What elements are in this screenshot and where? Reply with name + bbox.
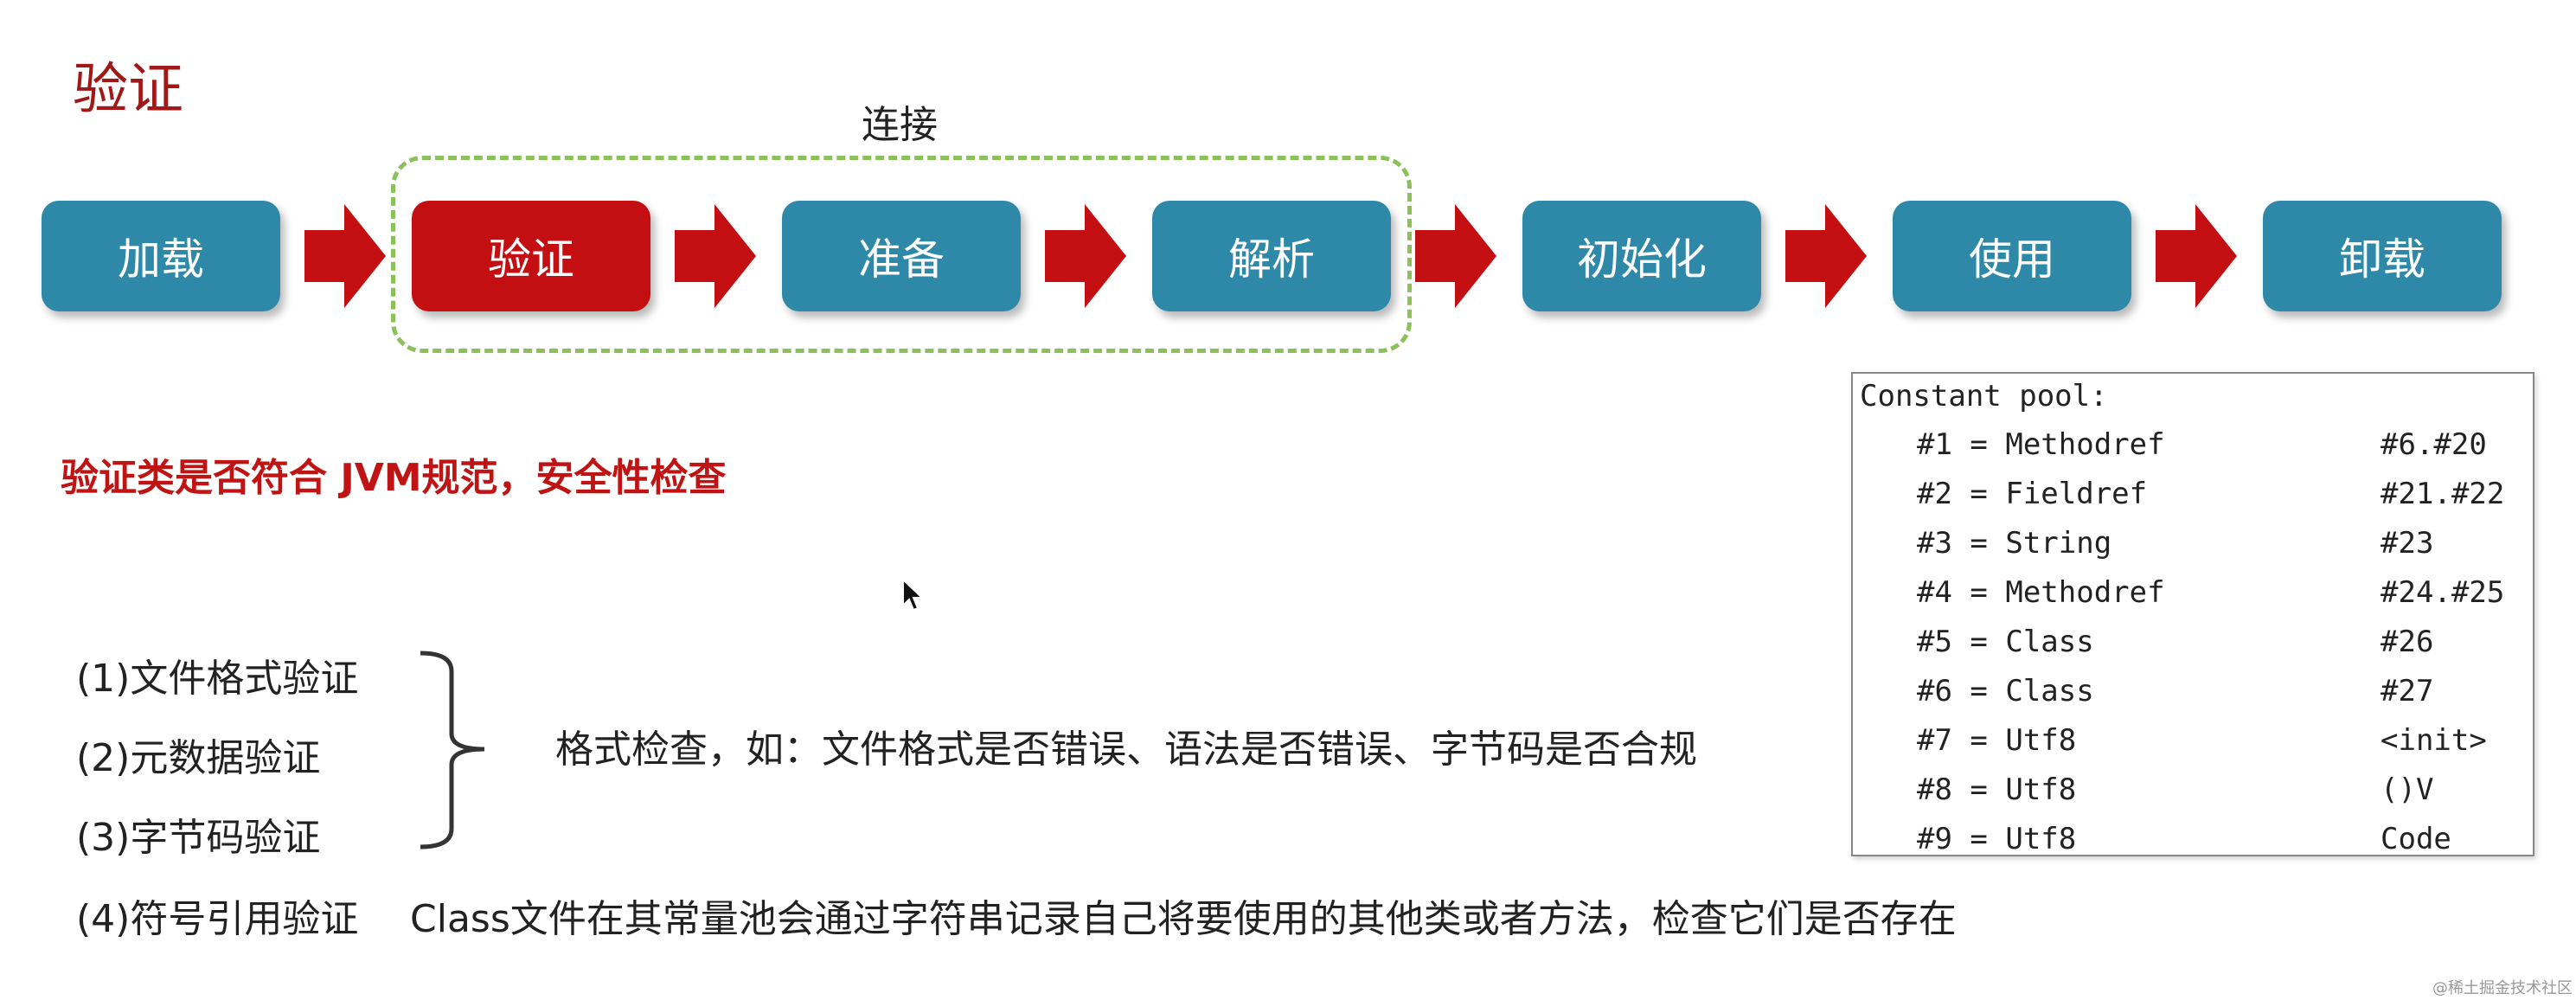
- pool-entry-label: #8 = Utf8: [1917, 772, 2077, 807]
- pool-entry-ref: <init>: [2381, 723, 2487, 758]
- item-symbol-ref: (4)符号引用验证: [76, 897, 359, 941]
- mouse-cursor-icon: [902, 578, 925, 612]
- item-bytecode: (3)字节码验证: [76, 816, 321, 860]
- constant-pool-title: Constant pool:: [1860, 379, 2108, 413]
- right-brace-icon: [420, 651, 485, 849]
- watermark: @稀土掘金技术社区: [2432, 979, 2573, 997]
- pool-entry-label: #2 = Fieldref: [1917, 477, 2148, 511]
- pool-entry-label: #6 = Class: [1917, 674, 2094, 708]
- pool-entry-ref: #24.#25: [2381, 575, 2505, 610]
- constant-pool-panel: Constant pool: #1 = Methodref #6.#20 #2 …: [1851, 372, 2534, 856]
- pool-entry-ref: #23: [2381, 526, 2434, 561]
- step-prepare: 准备: [782, 201, 1021, 311]
- format-check-text: 格式检查，如：文件格式是否错误、语法是否错误、字节码是否合规: [555, 728, 1697, 772]
- step-verify: 验证: [412, 201, 650, 311]
- page-title: 验证: [73, 58, 183, 122]
- step-initialize: 初始化: [1522, 201, 1761, 311]
- pool-entry-label: #3 = String: [1917, 526, 2112, 561]
- pool-entry-label: #1 = Methodref: [1917, 427, 2165, 462]
- pool-entry-label: #4 = Methodref: [1917, 575, 2165, 610]
- link-group-box: [391, 156, 1412, 353]
- symbol-ref-text: Class文件在其常量池会通过字符串记录自己将要使用的其他类或者方法，检查它们是…: [410, 897, 1957, 941]
- pool-entry-ref: #6.#20: [2381, 427, 2487, 462]
- pool-entry-label: #5 = Class: [1917, 625, 2094, 659]
- step-unload: 卸载: [2263, 201, 2502, 311]
- pool-entry-ref: ()V: [2381, 772, 2434, 807]
- arrow-right-icon: [675, 204, 756, 308]
- item-metadata: (2)元数据验证: [76, 736, 321, 780]
- step-load: 加载: [42, 201, 280, 311]
- step-use: 使用: [1893, 201, 2131, 311]
- verify-subtitle: 验证类是否符合 JVM规范，安全性检查: [61, 456, 727, 500]
- item-file-format: (1)文件格式验证: [76, 657, 359, 701]
- arrow-right-icon: [1415, 204, 1496, 308]
- pool-entry-ref: #26: [2381, 625, 2434, 659]
- step-resolve: 解析: [1152, 201, 1391, 311]
- pool-entry-ref: Code: [2381, 822, 2451, 856]
- pool-entry-label: #9 = Utf8: [1917, 822, 2077, 856]
- link-group-label: 连接: [862, 103, 938, 147]
- arrow-right-icon: [1045, 204, 1126, 308]
- arrow-right-icon: [304, 204, 386, 308]
- pool-entry-ref: #27: [2381, 674, 2434, 708]
- pool-entry-ref: #21.#22: [2381, 477, 2505, 511]
- arrow-right-icon: [2156, 204, 2237, 308]
- arrow-right-icon: [1785, 204, 1867, 308]
- pool-entry-label: #7 = Utf8: [1917, 723, 2077, 758]
